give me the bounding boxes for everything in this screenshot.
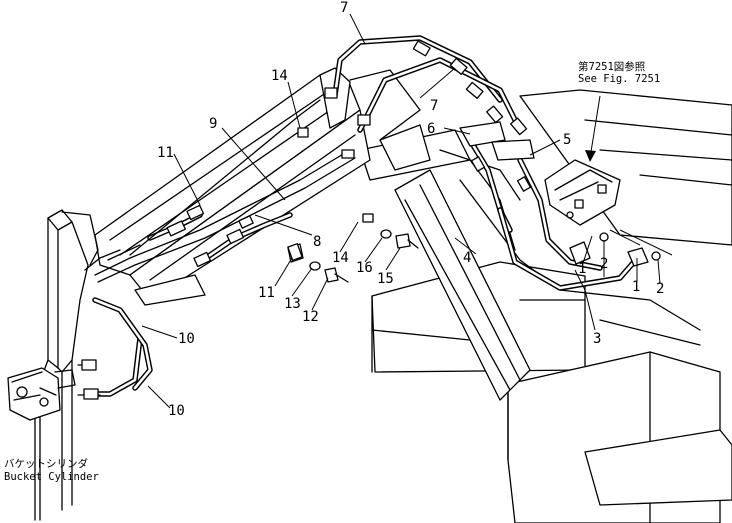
boom-cylinder bbox=[359, 124, 561, 401]
callout-16: 16 bbox=[356, 260, 373, 276]
callout-5: 5 bbox=[563, 132, 571, 148]
callout-10: 10 bbox=[168, 403, 185, 419]
callout-11: 11 bbox=[157, 145, 174, 161]
reference-note-jp: 第7251図参照 bbox=[578, 60, 646, 73]
fittings bbox=[81, 40, 661, 400]
callout-10: 10 bbox=[178, 331, 195, 347]
hoses bbox=[85, 35, 643, 397]
bucket-linkage bbox=[7, 209, 99, 521]
callout-1: 1 bbox=[578, 261, 586, 277]
callout-9: 9 bbox=[209, 116, 217, 132]
callout-12: 12 bbox=[302, 309, 319, 325]
callout-14: 14 bbox=[271, 68, 288, 84]
callout-13: 13 bbox=[284, 296, 301, 312]
callout-labels: 7 7 14 9 6 5 11 8 14 16 15 4 1 2 1 2 11 … bbox=[157, 0, 664, 419]
machine-body bbox=[371, 89, 732, 523]
callout-2: 2 bbox=[600, 256, 608, 272]
callout-11: 11 bbox=[258, 285, 275, 301]
bucket-cylinder-label: バケットシリンダ Bucket Cylinder bbox=[4, 457, 99, 483]
callout-15: 15 bbox=[377, 271, 394, 287]
callout-6: 6 bbox=[427, 121, 435, 137]
callout-7: 7 bbox=[340, 0, 348, 16]
callout-1: 1 bbox=[632, 279, 640, 295]
callout-7: 7 bbox=[430, 98, 438, 114]
callout-14: 14 bbox=[332, 250, 349, 266]
leader-lines bbox=[141, 13, 673, 409]
reference-note: 第7251図参照 See Fig. 7251 bbox=[578, 60, 660, 85]
reference-note-en: See Fig. 7251 bbox=[578, 73, 660, 85]
callout-2: 2 bbox=[656, 281, 664, 297]
callout-8: 8 bbox=[313, 234, 321, 250]
callout-3: 3 bbox=[593, 331, 601, 347]
callout-4: 4 bbox=[463, 250, 471, 266]
bucket-cylinder-label-jp: バケットシリンダ bbox=[4, 457, 88, 470]
bucket-cylinder-label-en: Bucket Cylinder bbox=[4, 471, 99, 483]
